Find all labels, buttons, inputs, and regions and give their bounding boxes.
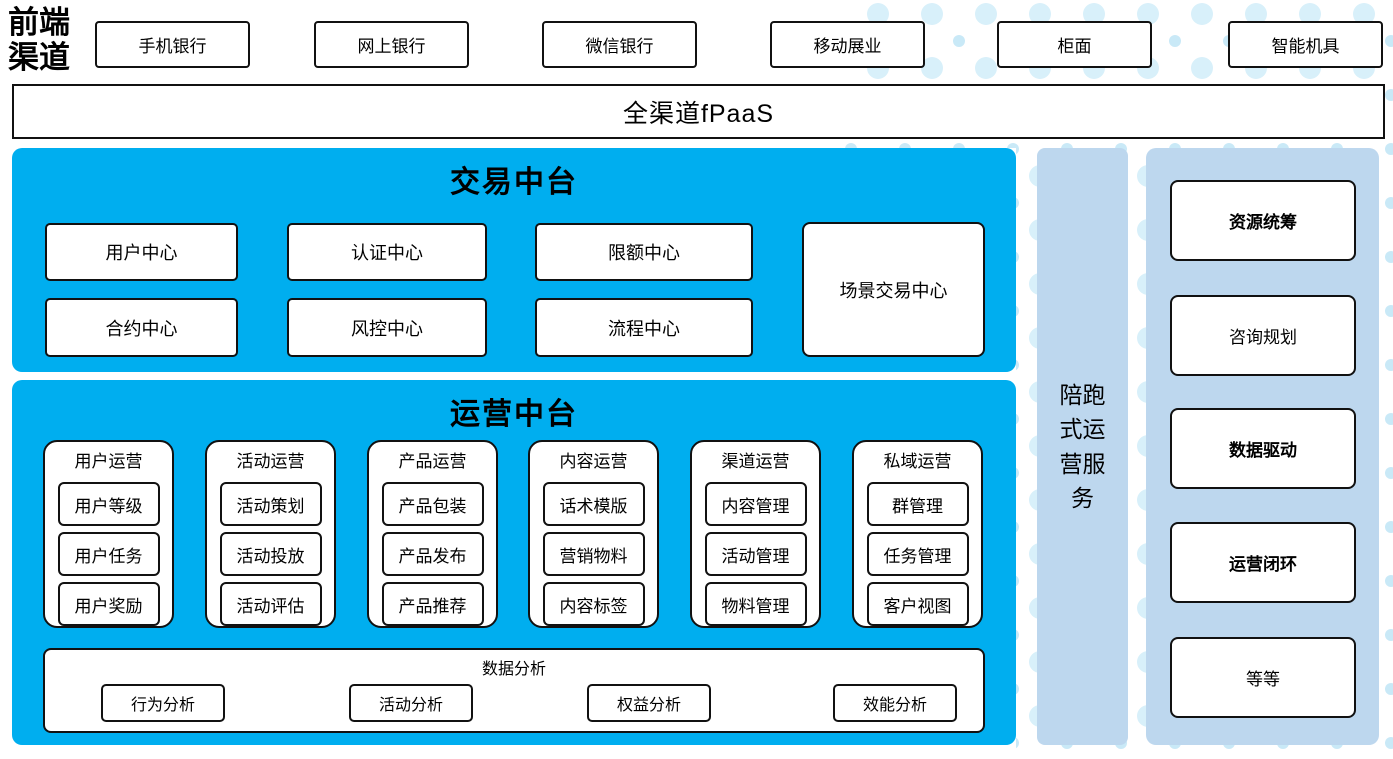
transaction-platform-section: 交易中台 用户中心 认证中心 限额中心 合约中心 风控中心 流程中心 场景交易中… [12, 148, 1016, 372]
channel-box-smart-devices: 智能机具 [1228, 21, 1383, 68]
group-item: 群管理 [866, 482, 969, 526]
service-box-operations-loop: 运营闭环 [1170, 522, 1356, 603]
group-item: 营销物料 [542, 532, 645, 576]
group-title: 产品运营 [398, 452, 467, 471]
group-item: 内容标签 [542, 582, 645, 626]
service-box-etc: 等等 [1170, 637, 1356, 718]
channel-box-wechat-banking: 微信银行 [542, 21, 697, 68]
group-item: 物料管理 [704, 582, 807, 626]
group-item: 话术模版 [542, 482, 645, 526]
center-box-risk: 风控中心 [287, 298, 487, 357]
analysis-box-activity: 活动分析 [349, 684, 473, 722]
data-analysis-box: 数据分析 行为分析 活动分析 权益分析 效能分析 [43, 648, 985, 733]
group-item: 产品发布 [381, 532, 484, 576]
group-item: 活动管理 [704, 532, 807, 576]
group-item: 客户视图 [866, 582, 969, 626]
channel-box-mobile-outreach: 移动展业 [770, 21, 925, 68]
right-service-column: 资源统筹 咨询规划 数据驱动 运营闭环 等等 [1146, 148, 1379, 745]
group-activity-operations: 活动运营 活动策划 活动投放 活动评估 [205, 440, 336, 628]
operations-platform-section: 运营中台 用户运营 用户等级 用户任务 用户奖励 活动运营 活动策划 活动投放 … [12, 380, 1016, 745]
operations-platform-title: 运营中台 [450, 398, 578, 431]
channel-box-online-banking: 网上银行 [314, 21, 469, 68]
group-channel-operations: 渠道运营 内容管理 活动管理 物料管理 [690, 440, 821, 628]
group-title: 活动运营 [236, 452, 305, 471]
center-box-auth: 认证中心 [287, 223, 487, 281]
group-product-operations: 产品运营 产品包装 产品发布 产品推荐 [367, 440, 498, 628]
center-box-user: 用户中心 [45, 223, 238, 281]
group-title: 用户运营 [74, 452, 143, 471]
analysis-box-benefit: 权益分析 [587, 684, 711, 722]
analysis-box-efficiency: 效能分析 [833, 684, 957, 722]
group-item: 用户等级 [57, 482, 160, 526]
center-box-limit: 限额中心 [535, 223, 753, 281]
center-box-scenario-transaction: 场景交易中心 [802, 222, 985, 357]
group-item: 活动评估 [219, 582, 322, 626]
service-box-resource-coordination: 资源统筹 [1170, 180, 1356, 261]
group-item: 产品推荐 [381, 582, 484, 626]
service-box-consulting-planning: 咨询规划 [1170, 295, 1356, 376]
transaction-platform-title: 交易中台 [450, 166, 578, 199]
channel-box-counter: 柜面 [997, 21, 1152, 68]
service-box-data-driven: 数据驱动 [1170, 408, 1356, 489]
side-service-bar: 陪跑式运营服务 [1037, 148, 1128, 745]
group-item: 产品包装 [381, 482, 484, 526]
group-item: 活动投放 [219, 532, 322, 576]
group-item: 用户任务 [57, 532, 160, 576]
channel-box-mobile-banking: 手机银行 [95, 21, 250, 68]
analysis-box-behavior: 行为分析 [101, 684, 225, 722]
fpaas-bar: 全渠道fPaaS [12, 84, 1385, 139]
center-box-process: 流程中心 [535, 298, 753, 357]
group-private-domain-operations: 私域运营 群管理 任务管理 客户视图 [852, 440, 983, 628]
group-item: 任务管理 [866, 532, 969, 576]
group-title: 私域运营 [883, 452, 952, 471]
data-analysis-title: 数据分析 [481, 661, 546, 678]
group-item: 内容管理 [704, 482, 807, 526]
front-channels-label: 前端渠道 [8, 5, 70, 76]
group-item: 活动策划 [219, 482, 322, 526]
group-user-operations: 用户运营 用户等级 用户任务 用户奖励 [43, 440, 174, 628]
group-content-operations: 内容运营 话术模版 营销物料 内容标签 [528, 440, 659, 628]
group-title: 内容运营 [559, 452, 628, 471]
side-service-label: 陪跑式运营服务 [1059, 381, 1106, 512]
group-title: 渠道运营 [721, 452, 790, 471]
group-item: 用户奖励 [57, 582, 160, 626]
center-box-contract: 合约中心 [45, 298, 238, 357]
